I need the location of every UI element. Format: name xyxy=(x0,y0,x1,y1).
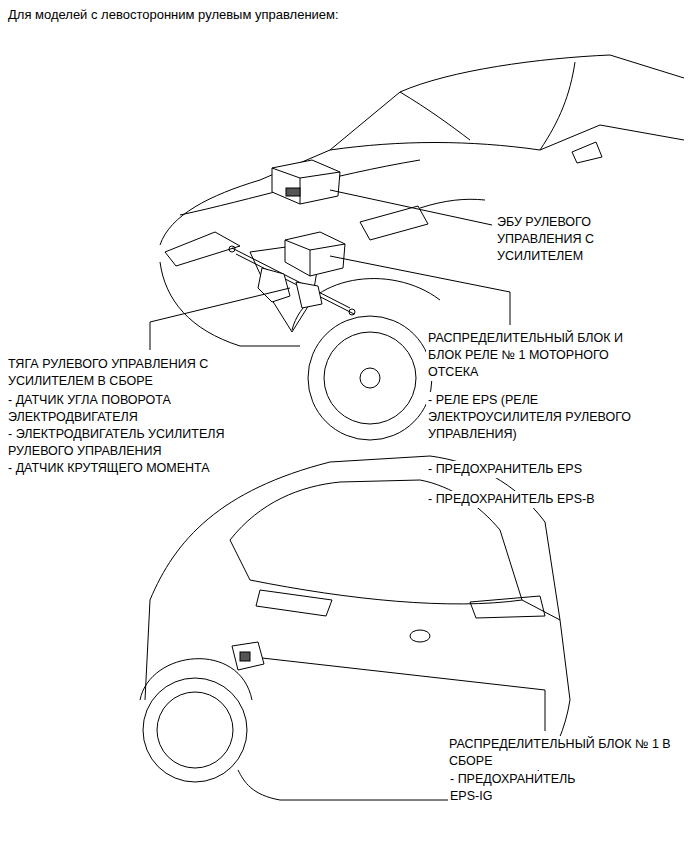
drawing-line xyxy=(400,92,470,140)
drawing-line xyxy=(410,630,430,642)
drawing-line xyxy=(232,642,264,670)
callout-label: - ПРЕДОХРАНИТЕЛЬ EPS-IG xyxy=(448,771,602,805)
callout-label: - ПРЕДОХРАНИТЕЛЬ EPS-B xyxy=(426,491,596,508)
callout-label: - ПРЕДОХРАНИТЕЛЬ EPS xyxy=(426,461,584,478)
drawing-line xyxy=(330,256,510,325)
drawing-line xyxy=(330,190,492,225)
drawing-line xyxy=(229,246,235,252)
drawing-line xyxy=(143,678,247,782)
drawing-line xyxy=(238,600,570,800)
drawing-line xyxy=(272,160,340,204)
drawing-line xyxy=(470,596,545,618)
drawing-line xyxy=(256,590,332,616)
drawing-line xyxy=(285,232,345,276)
drawing-line xyxy=(262,658,545,731)
drawing-line xyxy=(308,316,432,440)
drawing-line xyxy=(157,692,233,768)
callout-label: - ДАТЧИК КРУТЯЩЕГО МОМЕНТА xyxy=(6,460,212,477)
drawing-line xyxy=(240,652,250,661)
drawing-line xyxy=(258,268,290,302)
drawing-line xyxy=(236,254,354,314)
drawing-line xyxy=(360,206,428,240)
drawing-line xyxy=(232,248,350,308)
callout-label: РАСПРЕДЕЛИТЕЛЬНЫЙ БЛОК И БЛОК РЕЛЕ № 1 М… xyxy=(426,330,660,381)
drawing-line xyxy=(286,188,300,196)
drawing-line xyxy=(572,142,602,163)
drawing-line xyxy=(349,309,355,315)
drawing-line xyxy=(180,160,420,215)
drawing-line xyxy=(272,168,340,204)
drawing-line xyxy=(324,332,416,424)
callout-label: ЭБУ РУЛЕВОГО УПРАВЛЕНИЯ С УСИЛИТЕЛЕМ xyxy=(495,214,639,265)
callout-label: РАСПРЕДЕЛИТЕЛЬНЫЙ БЛОК № 1 В СБОРЕ xyxy=(447,736,685,770)
drawing-line xyxy=(330,125,684,150)
callout-label: ТЯГА РУЛЕВОГО УПРАВЛЕНИЯ С УСИЛИТЕЛЕМ В … xyxy=(6,356,272,390)
callout-label: - ДАТЧИК УГЛА ПОВОРОТА ЭЛЕКТРОДВИГАТЕЛЯ xyxy=(6,392,272,426)
drawing-line xyxy=(540,62,575,150)
callout-label: - ЭЛЕКТРОДВИГАТЕЛЬ УСИЛИТЕЛЯ РУЛЕВОГО УП… xyxy=(6,426,272,460)
drawing-line xyxy=(165,232,240,266)
drawing-line xyxy=(230,530,522,604)
drawing-line xyxy=(545,522,560,620)
drawing-line xyxy=(360,368,380,388)
drawing-line xyxy=(285,240,345,276)
callout-label: - РЕЛЕ EPS (РЕЛЕ ЭЛЕКТРОУСИЛИТЕЛЯ РУЛЕВО… xyxy=(426,392,660,443)
drawing-line xyxy=(160,262,300,346)
drawing-line xyxy=(150,288,290,350)
drawing-line xyxy=(296,282,322,308)
drawing-line xyxy=(230,480,500,540)
page-title: Для моделей с левосторонним рулевым упра… xyxy=(8,6,339,23)
drawing-line xyxy=(420,199,485,208)
eps-components xyxy=(229,160,355,315)
